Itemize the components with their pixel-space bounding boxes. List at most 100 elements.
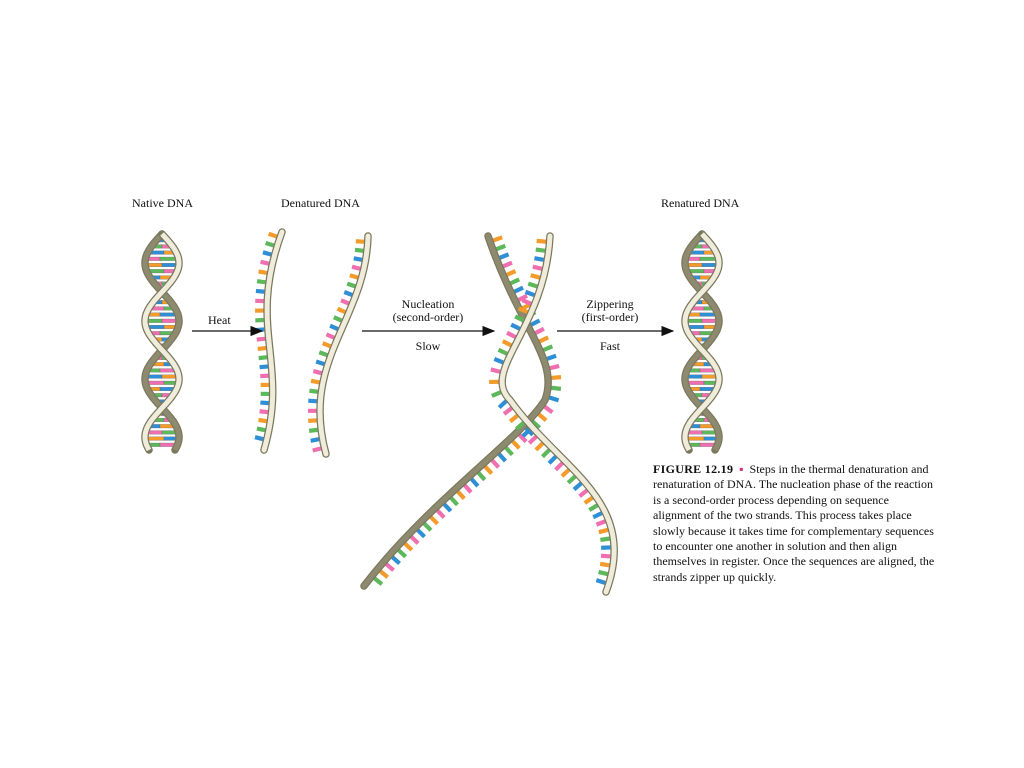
base [543, 404, 554, 415]
base [308, 418, 318, 423]
base [518, 306, 529, 315]
zippering-label: Zippering [586, 297, 634, 311]
base [310, 378, 321, 385]
base [490, 458, 501, 469]
base [566, 474, 577, 485]
base [415, 528, 426, 539]
base [534, 256, 545, 262]
base [536, 238, 547, 244]
base [336, 306, 347, 315]
base [534, 441, 545, 452]
base [599, 561, 611, 568]
base [351, 264, 362, 271]
figure-number: FIGURE 12.19 [653, 462, 734, 476]
base [310, 437, 320, 443]
backbone-strand [142, 232, 182, 452]
base [265, 240, 275, 248]
base [378, 569, 390, 579]
base [529, 318, 541, 327]
base [547, 454, 558, 465]
base [260, 373, 270, 379]
base [449, 496, 460, 507]
base [510, 322, 522, 331]
base [318, 350, 329, 358]
base [483, 464, 494, 475]
base [490, 390, 502, 398]
base [259, 364, 269, 370]
backbone-strand [361, 233, 551, 589]
backbone-strand [682, 232, 722, 452]
base [504, 445, 514, 457]
base [260, 400, 270, 406]
backbone-strand [682, 232, 722, 452]
base [372, 576, 384, 586]
caption-text: Steps in the thermal denaturation and re… [653, 462, 935, 584]
base [505, 269, 517, 277]
backbone-strand [261, 229, 285, 453]
base [476, 470, 487, 482]
base [527, 434, 539, 445]
base [502, 406, 514, 416]
base [384, 562, 395, 572]
base [349, 273, 360, 280]
base [442, 502, 453, 513]
base [583, 495, 595, 505]
base [592, 511, 604, 520]
base [497, 399, 508, 410]
nucleation-crossed-strands [360, 232, 618, 596]
base [524, 289, 536, 298]
base [325, 332, 336, 340]
base [508, 413, 520, 424]
base [321, 341, 332, 349]
base [501, 339, 513, 348]
base [309, 388, 319, 394]
base [534, 326, 545, 336]
base [572, 481, 584, 492]
base [409, 534, 420, 545]
base [333, 315, 343, 323]
base [510, 439, 521, 450]
base [598, 569, 609, 577]
base [256, 426, 267, 433]
base [548, 363, 560, 371]
nucleation-label: Nucleation [401, 297, 455, 311]
denatured-dna-label: Denatured DNA [281, 196, 360, 210]
base [600, 536, 611, 542]
base [312, 446, 322, 453]
base [498, 252, 510, 260]
base [588, 503, 599, 512]
base [455, 489, 466, 500]
base [521, 427, 532, 438]
base [258, 417, 268, 424]
base [537, 412, 548, 422]
base [501, 260, 513, 269]
base [578, 488, 589, 498]
fast-label: Fast [599, 339, 620, 353]
base [422, 521, 433, 532]
base [514, 314, 526, 323]
base [517, 432, 528, 444]
base [550, 385, 562, 391]
base [429, 515, 440, 526]
base [548, 395, 560, 403]
bullet-icon: ▪ [739, 462, 744, 476]
base [329, 323, 340, 332]
native-dna-label: Native DNA [132, 196, 193, 210]
base [396, 548, 408, 559]
base [493, 357, 505, 365]
base [495, 243, 507, 252]
base [538, 335, 550, 344]
base [260, 259, 270, 266]
base [595, 578, 607, 586]
base [259, 409, 269, 415]
base [497, 452, 508, 463]
backbone-strand [499, 233, 617, 595]
base [254, 435, 265, 442]
renatured-dna-helix [681, 230, 723, 454]
base [497, 347, 509, 356]
base [256, 336, 266, 342]
base [403, 541, 414, 552]
base [545, 353, 557, 362]
base [258, 355, 268, 361]
